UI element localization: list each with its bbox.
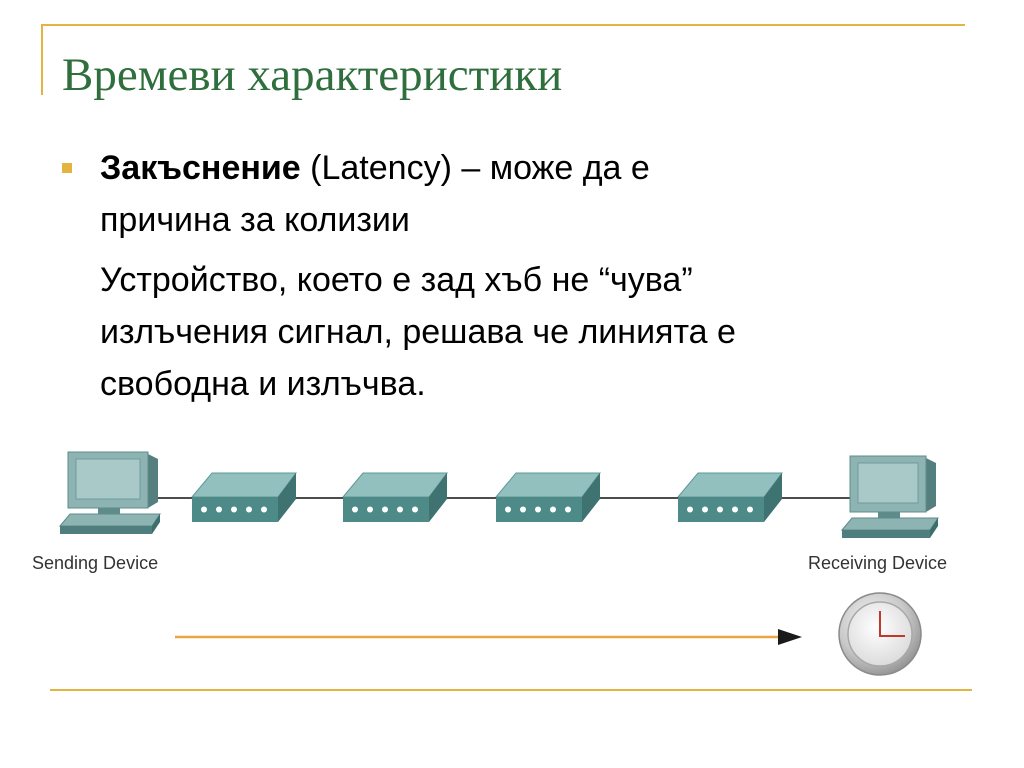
bullet-line-2: причина за колизии [100,201,410,239]
bottom-accent-line [50,689,972,691]
bullet-marker [62,163,72,173]
bullet-line-1: Закъснение (Latency) – може да е [100,142,650,194]
clock-icon [838,592,922,676]
paragraph-line-3: свободна и излъчва. [100,365,426,403]
paragraph-line-2: излъчения сигнал, решава че линията е [100,313,736,351]
hub-icon [676,472,783,522]
left-accent-line [41,24,43,95]
bullet-item: Закъснение (Latency) – може да е причина… [100,142,650,246]
bullet-bold-term: Закъснение [100,149,301,187]
hub-icon [494,472,601,522]
receiving-device-label: Receiving Device [808,553,948,573]
explanation-paragraph: Устройство, което е зад хъб не “чува” из… [100,254,736,410]
hub-icon [190,472,297,522]
slide-title: Времеви характеристики [62,49,563,101]
top-accent-line [42,24,965,26]
sending-computer-icon [58,451,161,534]
time-arrow-icon [175,629,802,645]
bullet-line-1-rest: (Latency) – може да е [300,149,650,187]
sending-device-label: Sending Device [32,553,159,573]
hub-icon [341,472,448,522]
paragraph-line-1: Устройство, което е зад хъб не “чува” [100,261,693,299]
receiving-computer-icon [840,455,939,538]
